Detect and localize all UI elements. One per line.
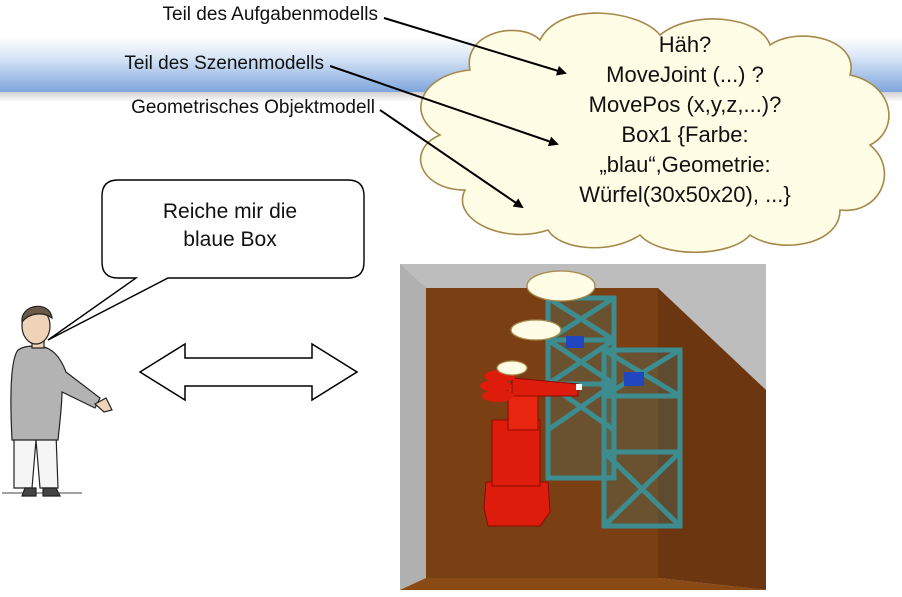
thought-cloud-shape xyxy=(420,12,890,254)
thought-bubble-text: Häh? MoveJoint (...) ? MovePos (x,y,z,..… xyxy=(480,30,890,210)
robot-scene xyxy=(400,264,766,590)
person-pointing-icon xyxy=(2,305,113,497)
small-bubble-2 xyxy=(510,319,562,341)
label-geometric-model: Geometrisches Objektmodell xyxy=(131,97,375,118)
double-arrow-icon xyxy=(138,342,359,402)
small-bubble-1 xyxy=(526,270,596,302)
scene-model-arrow xyxy=(329,65,559,147)
speech-bubble-text: Reiche mir die blaue Box xyxy=(102,198,358,254)
thought-line: Häh? xyxy=(658,32,712,57)
speech-bubble xyxy=(47,179,365,341)
speech-line: Reiche mir die xyxy=(162,200,298,223)
blue-box-1 xyxy=(566,336,584,348)
scaffold-tower-right xyxy=(601,347,683,529)
speech-line: blaue Box xyxy=(183,228,277,251)
thought-line: „blau“,Geometrie: xyxy=(599,152,771,177)
thought-bubble xyxy=(420,12,890,254)
thought-line: MoveJoint (...) ? xyxy=(606,62,764,87)
label-scene-model: Teil des Szenenmodells xyxy=(124,53,324,74)
task-model-arrow xyxy=(383,17,567,76)
robot-arm-icon xyxy=(480,370,582,527)
thought-line: Box1 {Farbe: xyxy=(621,122,749,147)
thought-line: Würfel(30x50x20), ...} xyxy=(579,182,791,207)
speech-bubble-shape xyxy=(47,179,365,341)
geometric-model-arrow xyxy=(379,109,524,209)
small-bubble-3 xyxy=(496,360,528,376)
thought-line: MovePos (x,y,z,...)? xyxy=(588,92,782,117)
label-task-model: Teil des Aufgabenmodells xyxy=(162,4,378,25)
blue-box-2 xyxy=(624,372,644,386)
